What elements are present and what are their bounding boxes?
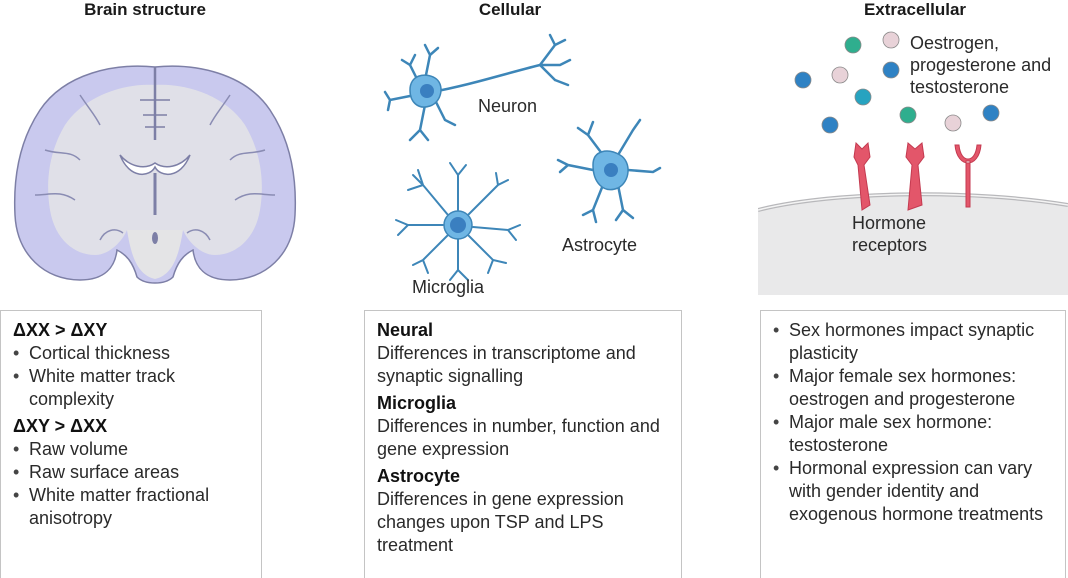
- neuron-nucleus: [420, 84, 434, 98]
- astrocyte-heading: Astrocyte: [377, 466, 461, 486]
- brain-illustration: [13, 65, 297, 284]
- list-item: Raw volume: [13, 438, 251, 461]
- hormone-blue: [982, 104, 1000, 122]
- xy-greater-section: ΔXY > ΔXX Raw volume Raw surface areas W…: [13, 415, 251, 530]
- list-item: White matter track complexity: [13, 365, 251, 411]
- neuron-label: Neuron: [478, 96, 538, 116]
- receptors-label: Hormone receptors: [852, 213, 928, 255]
- hormone-green: [899, 106, 917, 124]
- hormone-blue: [882, 61, 900, 79]
- brainstem: [127, 230, 183, 279]
- hormone-blue: [794, 71, 812, 89]
- receptor-3: [954, 144, 982, 208]
- cellular-box: Neural Differences in transcriptome and …: [364, 310, 682, 578]
- astrocyte-nucleus: [604, 163, 618, 177]
- neural-section: Neural Differences in transcriptome and …: [377, 319, 671, 388]
- aqueduct: [152, 232, 158, 244]
- extracellular-illustration: [758, 31, 1068, 295]
- receptor-2: [905, 142, 925, 211]
- astrocyte-illustration: [556, 118, 662, 224]
- hormone-molecules: [794, 31, 1000, 134]
- neural-heading: Neural: [377, 320, 434, 340]
- hormone-pink: [944, 114, 962, 132]
- hormone-teal: [854, 88, 872, 106]
- sulci: [34, 94, 276, 241]
- hormone-receptors: [853, 141, 982, 211]
- hormone-pink: [831, 66, 849, 84]
- cell-membrane: [758, 194, 1068, 295]
- hormones-label: Oestrogen, progesterone and testosterone: [910, 33, 1052, 97]
- neural-text: Differences in transcriptome and synapti…: [377, 343, 636, 386]
- xy-greater-heading: ΔXY > ΔXX: [13, 416, 108, 436]
- astrocyte-label: Astrocyte: [562, 235, 638, 255]
- astrocyte-section: Astrocyte Differences in gene expression…: [377, 465, 671, 557]
- microglia-label: Microglia: [412, 277, 485, 297]
- list-item: Hormonal expression can vary with gender…: [773, 457, 1055, 526]
- cellular-title: Cellular: [478, 0, 542, 19]
- white-matter: [48, 84, 262, 256]
- microglia-nucleus: [450, 217, 466, 233]
- neuron-illustration: [383, 33, 572, 142]
- list-item: Major female sex hormones: oestrogen and…: [773, 365, 1055, 411]
- microglia-heading: Microglia: [377, 393, 457, 413]
- fissure-branches: [140, 99, 170, 128]
- list-item: White matter fractional anisotropy: [13, 484, 251, 530]
- astrocyte-text: Differences in gene expression changes u…: [377, 489, 624, 555]
- list-item: Major male sex hormone: testosterone: [773, 411, 1055, 457]
- microglia-illustration: [395, 162, 521, 281]
- lateral-ventricles: [119, 154, 191, 175]
- hormone-blue: [821, 116, 839, 134]
- receptor-1: [853, 141, 871, 211]
- xx-greater-section: ΔXX > ΔXY Cortical thickness White matte…: [13, 319, 251, 411]
- hormone-green: [844, 36, 862, 54]
- brain-structure-title: Brain structure: [84, 0, 206, 19]
- list-item: Sex hormones impact synaptic plasticity: [773, 319, 1055, 365]
- list-item: Cortical thickness: [13, 342, 251, 365]
- hormone-pink: [882, 31, 900, 49]
- xx-greater-heading: ΔXX > ΔXY: [13, 320, 108, 340]
- extracellular-box: Sex hormones impact synaptic plasticity …: [760, 310, 1066, 578]
- list-item: Raw surface areas: [13, 461, 251, 484]
- brain-structure-box: ΔXX > ΔXY Cortical thickness White matte…: [0, 310, 262, 578]
- extracellular-title: Extracellular: [863, 0, 967, 19]
- microglia-text: Differences in number, function and gene…: [377, 416, 660, 459]
- microglia-section: Microglia Differences in number, functio…: [377, 392, 671, 461]
